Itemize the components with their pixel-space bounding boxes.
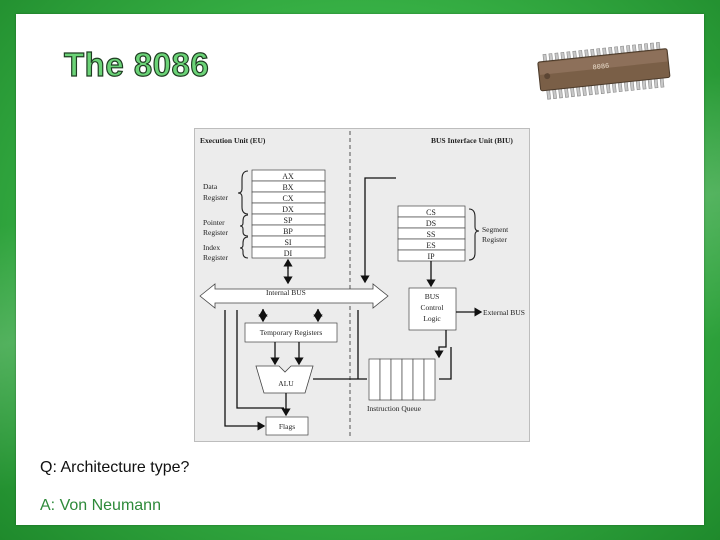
register-cs: CS [426, 208, 436, 217]
slide-title: The 8086 [63, 45, 210, 83]
answer-text: A: Von Neumann [40, 497, 161, 514]
8086-block-diagram: Execution Unit (EU) BUS Interface Unit (… [194, 128, 530, 442]
internal-bus-arrow [199, 283, 389, 309]
bus-control-line-1: BUS [425, 292, 440, 301]
index-register-label-2: Register [203, 253, 228, 262]
flags-label: Flags [279, 422, 295, 431]
register-ss: SS [427, 230, 436, 239]
segment-register-label-2: Register [482, 235, 507, 244]
temporary-registers-box [244, 322, 338, 343]
data-register-label-1: Data [203, 182, 218, 191]
register-ds: DS [426, 219, 436, 228]
bus-control-line-3: Logic [423, 314, 441, 323]
ic-chip-icon: 8086 [537, 41, 671, 100]
data-register-label-2: Register [203, 193, 228, 202]
instruction-queue [368, 358, 436, 401]
bus-control-logic-box [408, 287, 457, 331]
register-bx: BX [282, 183, 293, 192]
general-register-stack [251, 169, 326, 259]
biu-title: BUS Interface Unit (BIU) [431, 136, 513, 145]
temporary-registers-label: Temporary Registers [260, 328, 323, 337]
register-ip: IP [427, 252, 435, 261]
segment-brace [468, 208, 480, 261]
register-si: SI [284, 238, 291, 247]
register-dx: DX [282, 205, 294, 214]
register-es: ES [426, 241, 435, 250]
question-text: Q: Architecture type? [40, 459, 190, 476]
alu-label: ALU [278, 379, 294, 388]
external-bus-label: External BUS [483, 308, 525, 317]
eu-title: Execution Unit (EU) [200, 136, 266, 145]
register-cx: CX [282, 194, 293, 203]
register-braces [237, 170, 249, 259]
chip-marking: 8086 [592, 63, 610, 73]
instruction-queue-label: Instruction Queue [367, 404, 422, 413]
register-sp: SP [284, 216, 293, 225]
segment-register-label-1: Segment [482, 225, 509, 234]
register-bp: BP [283, 227, 293, 236]
register-di: DI [284, 249, 293, 258]
slide-panel: The 8086 8086 Execution Unit (EU) BUS In… [16, 14, 704, 525]
flags-box [265, 416, 309, 436]
bus-control-line-2: Control [421, 303, 444, 312]
segment-register-stack [397, 205, 466, 262]
index-register-label-1: Index [203, 243, 220, 252]
register-ax: AX [282, 172, 294, 181]
pointer-register-label-2: Register [203, 228, 228, 237]
alu-shape [255, 365, 314, 394]
pointer-register-label-1: Pointer [203, 218, 225, 227]
internal-bus-label: Internal BUS [266, 288, 306, 297]
